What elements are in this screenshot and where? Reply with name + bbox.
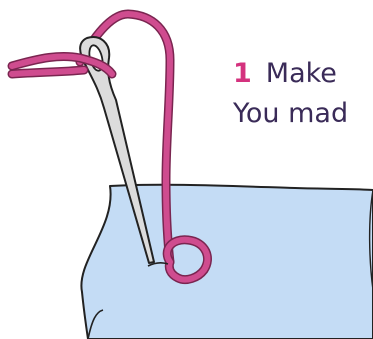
instruction-line-1: 1 Make [233, 60, 337, 87]
instruction-text-1: Make [266, 58, 337, 89]
fabric-icon [81, 185, 373, 339]
instruction-line-2: You mad [233, 100, 348, 127]
step-number: 1 [233, 58, 252, 89]
instruction-text-2: You mad [233, 98, 348, 129]
